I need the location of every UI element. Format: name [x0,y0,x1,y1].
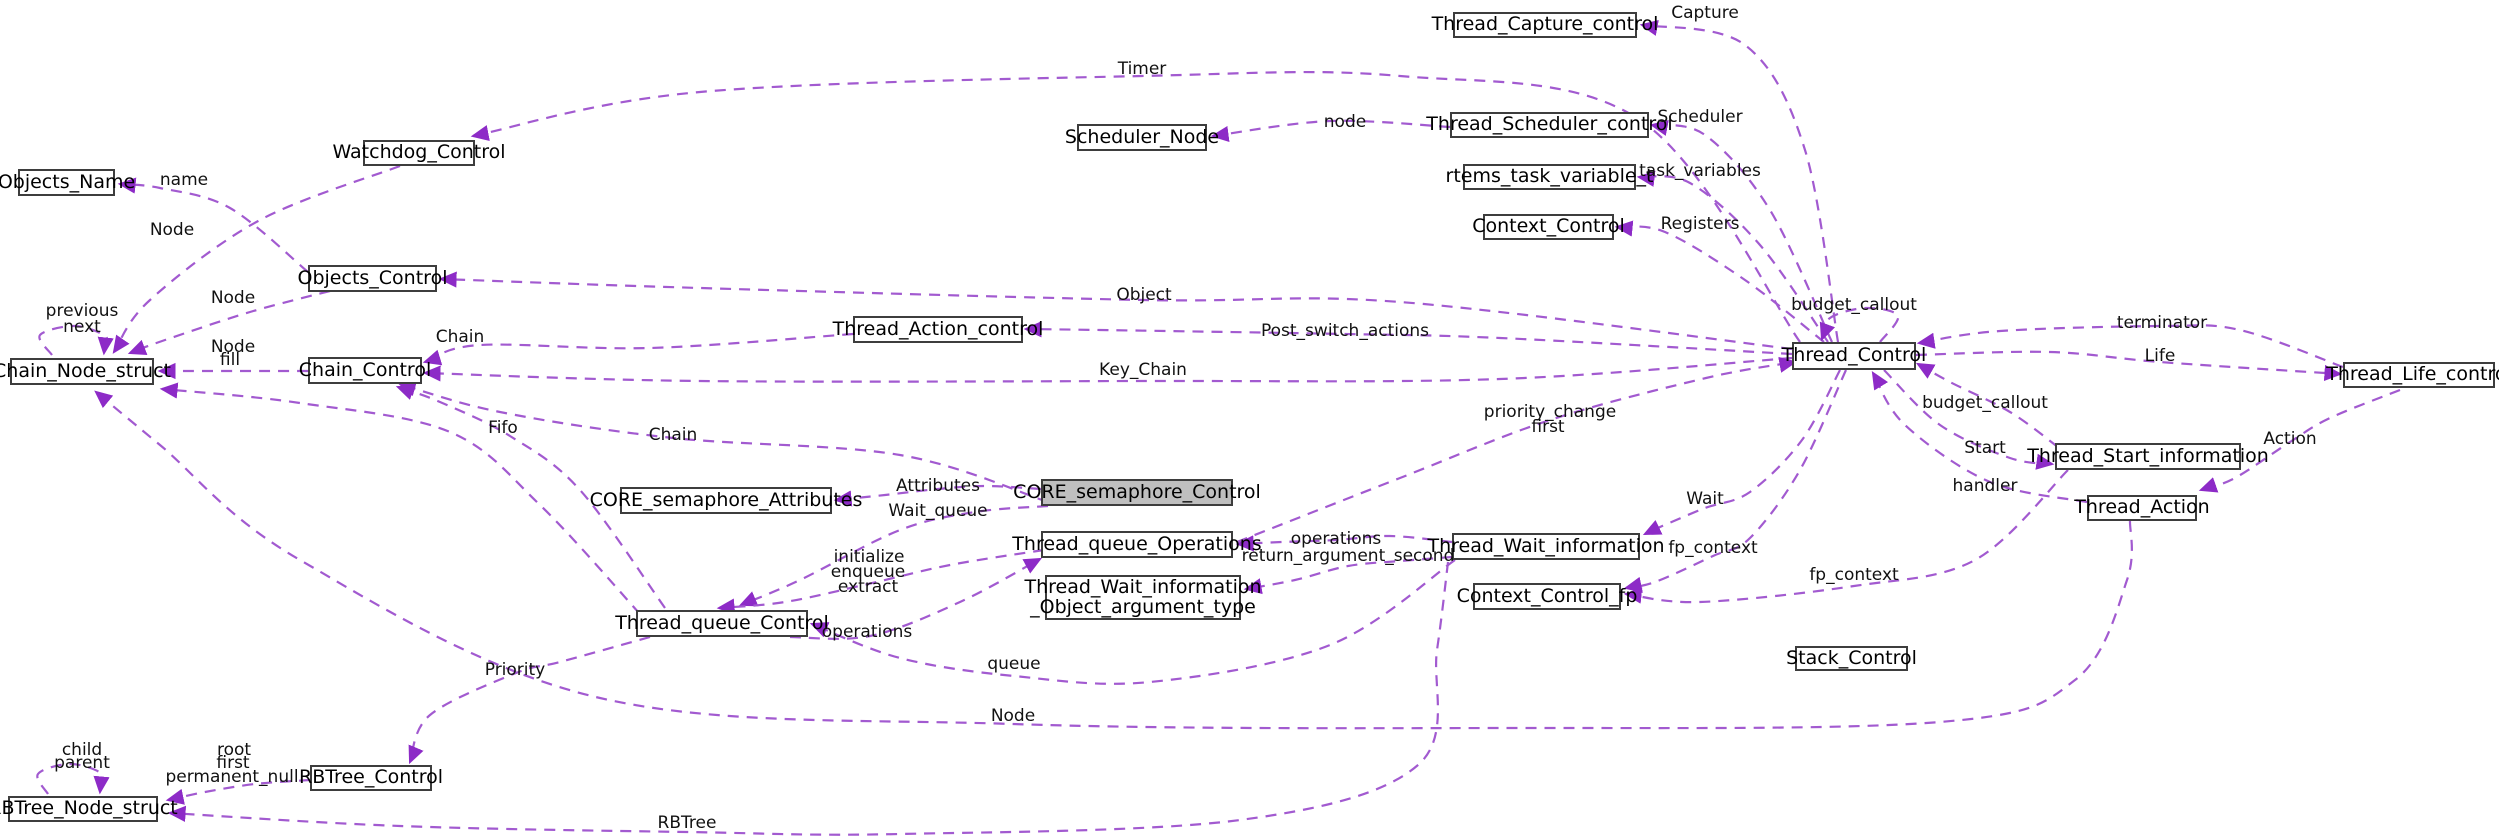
node-label-scheduler-node: Scheduler_Node [1064,125,1220,148]
node-label-context-control-fp: Context_Control_fp [1456,584,1638,607]
edge-return-argument-second [1243,555,1453,595]
edge-attributes [833,484,1042,507]
node-label-thread-action: Thread_Action [2074,496,2210,519]
edge-task-variables [1636,170,1829,343]
node-thread-start-information[interactable]: Thread_Start_information [2027,443,2269,470]
edge-life [1915,350,2343,382]
node-label-stack-control: Stack_Control [1786,646,1917,669]
node-objects-control[interactable]: Objects_Control [298,265,447,292]
node-rtems-task-variable-t[interactable]: rtems_task_variable_t [1446,164,1653,190]
node-label-thread-wait-information-object-argument-type: Thread_Wait_information_Object_argument_… [1024,575,1262,618]
node-chain-node-struct[interactable]: Chain_Node_struct [0,358,171,385]
edge-action [2198,388,2401,493]
edge-fp-context-2 [1623,469,2069,604]
edge-wait [1642,369,1841,536]
node-thread-action[interactable]: Thread_Action [2074,495,2210,521]
node-label-rtems-task-variable-t: rtems_task_variable_t [1445,165,1654,188]
node-label-thread-capture-control: Thread_Capture_control [1431,13,1659,36]
edge-child-parent-self [36,762,110,795]
edge-fp-context-1 [1623,369,1847,593]
node-objects-name[interactable]: Objects_Name [0,169,135,196]
edge-name [117,177,309,273]
edge-watchdog-node [112,164,401,354]
node-label-thread-wait-information: Thread_Wait_information [1427,534,1665,557]
node-context-control-fp[interactable]: Context_Control_fp [1457,583,1637,610]
edge-chain-b [397,380,1049,504]
node-label-thread-life-control: Thread_Life_control [2326,363,2499,386]
node-thread-wait-information-object-argument-type[interactable]: Thread_Wait_information_Object_argument_… [1024,575,1262,620]
edge-capture [1639,19,1840,343]
node-core-semaphore-control[interactable]: CORE_semaphore_Control [1013,479,1261,506]
node-label-thread-queue-operations: Thread_queue_Operations [1012,532,1262,555]
node-rbtree-control[interactable]: RBTree_Control [299,765,443,791]
node-label-objects-control: Objects_Control [297,266,448,289]
edge-chain-a [422,332,854,366]
node-thread-queue-operations[interactable]: Thread_queue_Operations [1012,531,1262,558]
edge-priority-change-first [1236,356,1798,544]
edge-node [1210,119,1451,143]
edge-rbtree [167,561,1450,836]
edge-objects-node [127,289,331,356]
node-label-thread-scheduler-control: Thread_Scheduler_control [1426,113,1673,136]
edge-start [1883,369,2055,470]
edge-terminator [1916,324,2344,369]
edge-fifo [395,384,666,609]
node-thread-capture-control[interactable]: Thread_Capture_control [1432,12,1658,38]
node-thread-scheduler-control[interactable]: Thread_Scheduler_control [1426,112,1673,138]
node-label-context-control: Context_Control [1472,215,1625,238]
node-label-watchdog-control: Watchdog_Control [332,141,506,164]
node-label-core-semaphore-attributes: CORE_semaphore_Attributes [589,488,863,511]
node-label-rbtree-control: RBTree_Control [299,766,444,789]
node-rbtree-node-struct[interactable]: RBTree_Node_struct [0,796,178,822]
edge-object [438,271,1793,351]
edge-post-switch-actions [1023,321,1793,356]
node-stack-control[interactable]: Stack_Control [1786,646,1917,671]
edge-registers [1614,220,1825,343]
node-label-thread-queue-control: Thread_queue_Control [615,611,829,634]
node-context-control[interactable]: Context_Control [1472,214,1625,240]
node-thread-wait-information[interactable]: Thread_Wait_information [1427,533,1665,560]
edge-budget-callout-self [1819,306,1900,343]
edge-root-first-permanent-null [165,778,311,805]
edge-priority [408,635,651,765]
node-label-chain-control: Chain_Control [298,358,432,381]
edge-operations-twi [1235,534,1453,552]
edge-operations-tqc [789,557,1043,640]
edge-tqc-chain-node [159,382,641,615]
edge-scheduler [1649,119,1833,343]
node-chain-control[interactable]: Chain_Control [299,357,431,384]
node-core-semaphore-attributes[interactable]: CORE_semaphore_Attributes [590,487,862,514]
node-label-rbtree-node-struct: RBTree_Node_struct [0,797,178,820]
edge-chain-self [38,324,114,356]
node-label-objects-name: Objects_Name [0,170,136,193]
node-thread-action-control[interactable]: Thread_Action_control [833,316,1043,343]
node-thread-control[interactable]: Thread_Control [1782,342,1926,370]
node-label-thread-start-information: Thread_Start_information [2027,444,2269,467]
node-label-chain-node-struct: Chain_Node_struct [0,359,171,382]
node-scheduler-node[interactable]: Scheduler_Node [1065,124,1219,151]
edge-handler [1871,371,2088,504]
node-label-thread-action-control: Thread_Action_control [832,317,1044,340]
node-label-thread-control: Thread_Control [1781,344,1927,367]
edge-initialize-enqueue-extract [716,548,1045,615]
node-watchdog-control[interactable]: Watchdog_Control [332,140,506,166]
edge-node-bottom [94,390,2133,730]
edge-budget-callout [1915,362,2059,448]
node-label-core-semaphore-control: CORE_semaphore_Control [1013,480,1261,503]
edge-key-chain [422,356,1793,383]
edge-queue [809,559,1456,685]
node-thread-life-control[interactable]: Thread_Life_control [2326,362,2499,388]
node-thread-queue-control[interactable]: Thread_queue_Control [615,610,829,637]
